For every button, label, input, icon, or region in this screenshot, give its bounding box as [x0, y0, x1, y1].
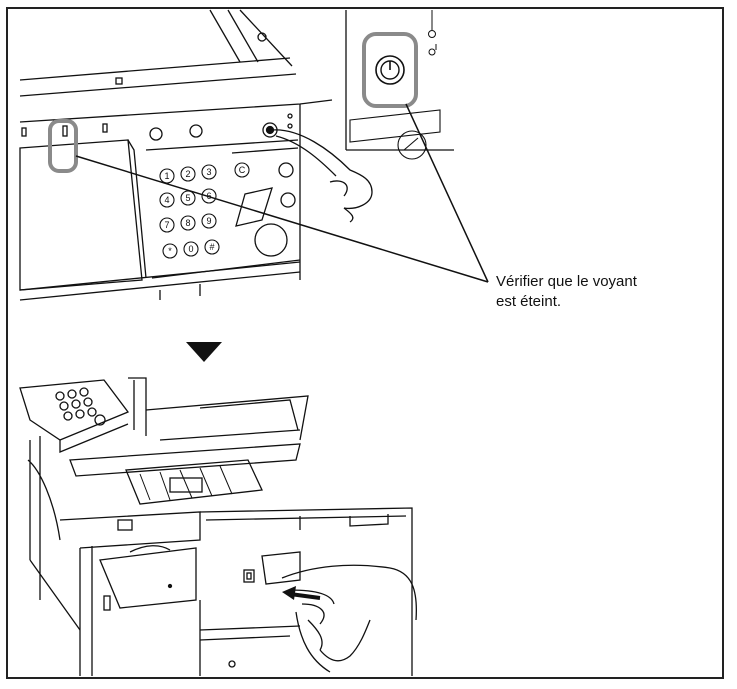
- keypad: 1 2 3 C 4 5 6 7 8 9 * 0 #: [159, 162, 250, 259]
- key-5: 5: [180, 190, 196, 206]
- callout-label: Vérifier que le voyant est éteint.: [496, 272, 726, 312]
- left-arrow-icon: [282, 586, 321, 600]
- down-triangle-icon: [186, 342, 222, 362]
- callout-lines: [75, 103, 489, 283]
- svg-text:1: 1: [164, 171, 169, 181]
- inserting-hand: [281, 564, 418, 673]
- svg-text:9: 9: [206, 216, 211, 226]
- key-2: 2: [180, 166, 196, 182]
- power-button-highlight: [362, 32, 418, 108]
- svg-text:7: 7: [164, 220, 169, 230]
- key-8: 8: [180, 215, 196, 231]
- svg-text:8: 8: [185, 218, 190, 228]
- svg-text:5: 5: [185, 193, 190, 203]
- key-3: 3: [201, 164, 217, 180]
- callout-line-1: Vérifier que le voyant: [496, 273, 637, 290]
- key-7: 7: [159, 217, 175, 233]
- key-hash: #: [204, 239, 220, 255]
- svg-text:*: *: [168, 246, 172, 256]
- key-1: 1: [159, 168, 175, 184]
- key-star: *: [162, 243, 178, 259]
- key-4: 4: [159, 192, 175, 208]
- callout-line-2: est éteint.: [496, 293, 562, 310]
- svg-text:C: C: [239, 165, 246, 175]
- key-clear: C: [234, 162, 250, 178]
- pressing-hand: [271, 129, 373, 223]
- key-0: 0: [183, 241, 199, 257]
- key-9: 9: [201, 213, 217, 229]
- svg-text:4: 4: [164, 195, 169, 205]
- power-button-inset: [344, 10, 454, 160]
- indicator-highlight: [48, 119, 78, 173]
- svg-text:2: 2: [185, 169, 190, 179]
- svg-text:3: 3: [206, 167, 211, 177]
- copier-control-panel: [19, 9, 333, 301]
- svg-text:0: 0: [188, 244, 193, 254]
- copier-side-view: [19, 377, 413, 676]
- svg-text:#: #: [209, 242, 214, 252]
